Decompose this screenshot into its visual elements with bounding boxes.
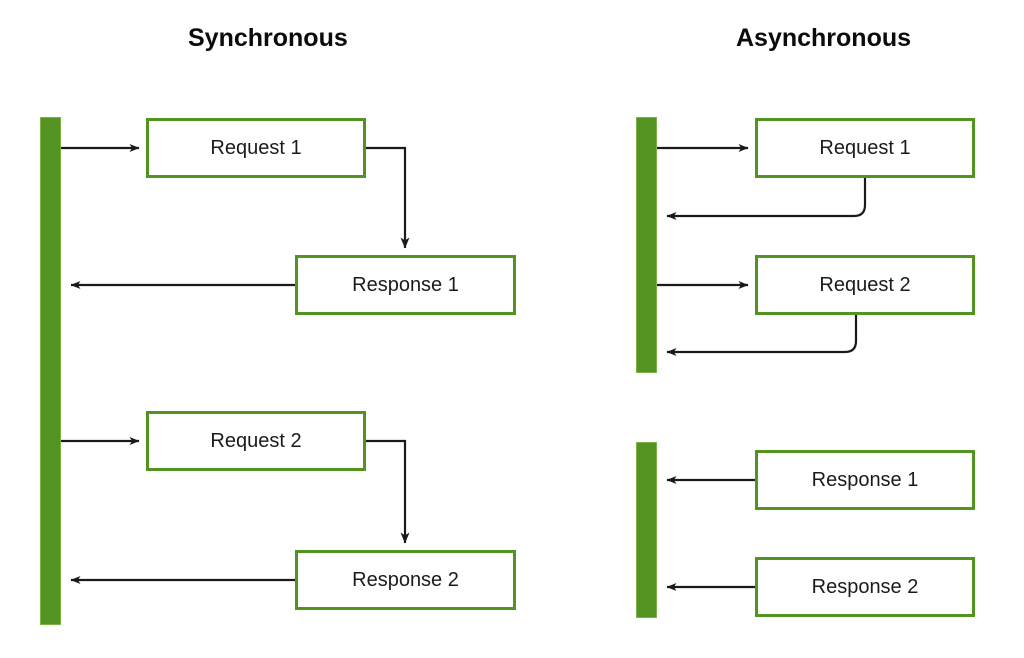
async-message-box-response-2[interactable]: Response 2 bbox=[755, 557, 975, 617]
sync-message-label-request-2: Request 2 bbox=[210, 430, 302, 452]
sync-elbow-request-2-to-response-2 bbox=[366, 439, 410, 544]
sync-message-box-request-2[interactable]: Request 2 bbox=[146, 411, 366, 471]
panel-title-synchronous: Synchronous bbox=[188, 24, 348, 52]
async-message-box-request-1[interactable]: Request 1 bbox=[755, 118, 975, 178]
async-curve-request-1-return bbox=[666, 178, 867, 220]
async-message-label-request-2: Request 2 bbox=[819, 274, 911, 296]
async-message-label-response-2: Response 2 bbox=[811, 576, 919, 598]
async-message-box-request-2[interactable]: Request 2 bbox=[755, 255, 975, 315]
async-response-lifeline bbox=[636, 442, 657, 618]
panel-title-asynchronous: Asynchronous bbox=[736, 24, 912, 52]
sync-elbow-request-1-to-response-1 bbox=[366, 146, 410, 249]
async-message-label-response-1: Response 1 bbox=[811, 469, 919, 491]
sync-message-label-response-1: Response 1 bbox=[352, 274, 459, 296]
async-message-label-request-1: Request 1 bbox=[819, 137, 911, 159]
sync-message-box-response-1[interactable]: Response 1 bbox=[295, 255, 516, 315]
sync-message-box-response-2[interactable]: Response 2 bbox=[295, 550, 516, 610]
sync-message-box-request-1[interactable]: Request 1 bbox=[146, 118, 366, 178]
async-request-lifeline bbox=[636, 117, 657, 373]
sync-client-lifeline bbox=[40, 117, 61, 625]
sync-message-label-response-2: Response 2 bbox=[352, 569, 459, 591]
async-message-box-response-1[interactable]: Response 1 bbox=[755, 450, 975, 510]
sync-message-label-request-1: Request 1 bbox=[210, 137, 302, 159]
async-curve-request-2-return bbox=[666, 315, 858, 356]
